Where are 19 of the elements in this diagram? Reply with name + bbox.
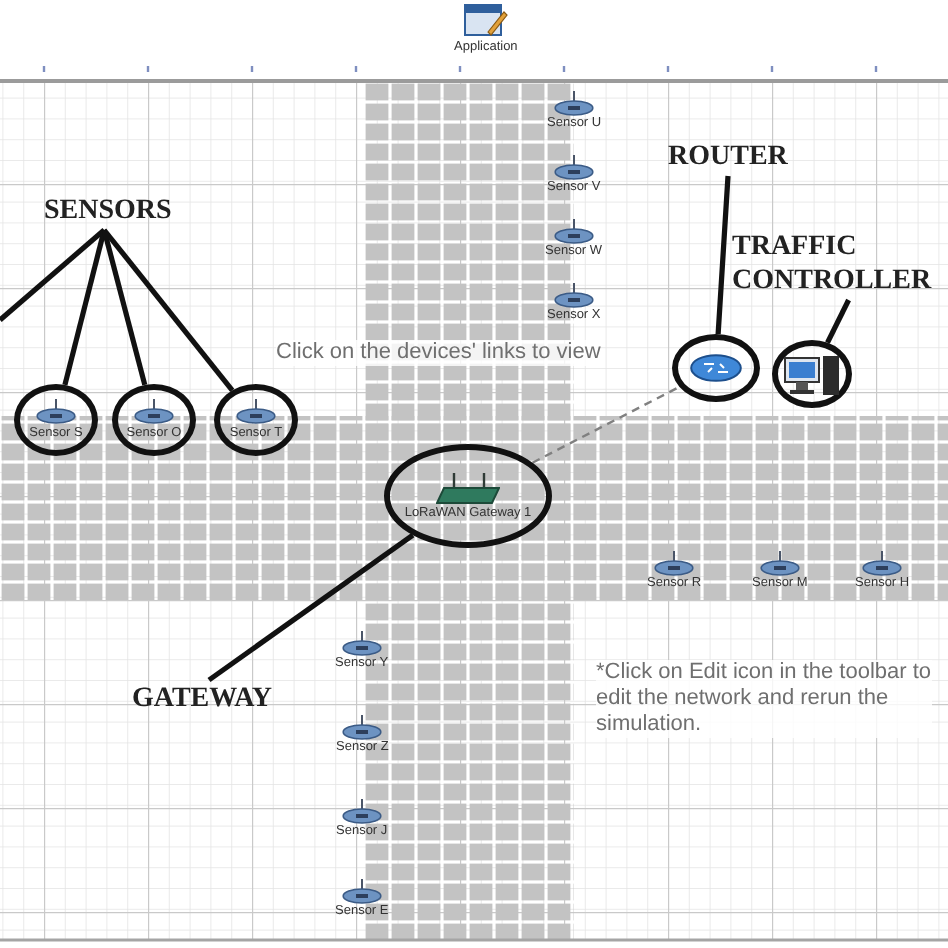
- callout-circle: [772, 340, 852, 408]
- callout-circle: [214, 384, 298, 456]
- leader-line: [715, 175, 731, 335]
- callout-label: ROUTER: [668, 140, 788, 174]
- overlay-hint-text: Click on the devices' links to view: [276, 340, 601, 366]
- callout-label: SENSORS: [44, 194, 172, 228]
- overlay-hint-text: *Click on Edit icon in the toolbar to edit the network and rerun the simulation.: [596, 660, 932, 738]
- callout-circle: [672, 334, 760, 402]
- callout-circle: [112, 384, 196, 456]
- leader-line: [101, 229, 148, 386]
- leader-line: [0, 228, 106, 322]
- leader-line: [825, 298, 851, 344]
- leader-line: [102, 228, 235, 392]
- callout-circle: [14, 384, 98, 456]
- network-link: [531, 385, 680, 464]
- leader-line: [62, 229, 107, 386]
- callout-label: GATEWAY: [132, 682, 273, 716]
- callout-label: TRAFFIC CONTROLLER: [732, 230, 944, 298]
- callout-circle: [384, 444, 552, 548]
